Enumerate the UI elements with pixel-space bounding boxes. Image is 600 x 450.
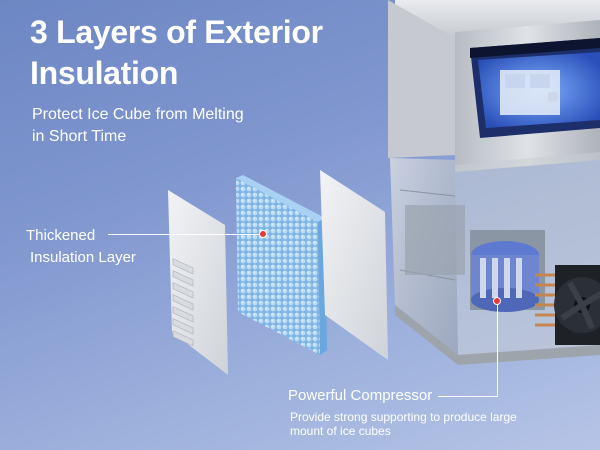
title-line-2: Insulation xyxy=(30,55,179,91)
title-line-1: 3 Layers of Exterior xyxy=(30,14,323,50)
insulation-callout-label: Thickened Insulation Layer xyxy=(26,225,186,269)
compressor-callout-title: Powerful Compressor xyxy=(288,387,433,404)
ice-machine-illustration xyxy=(388,0,600,365)
compressor-callout-leader-vertical xyxy=(497,302,498,396)
compressor-desc-line-2: mount of ice cubes xyxy=(290,424,391,438)
fan-icon xyxy=(554,265,600,345)
compressor-illustration xyxy=(471,241,539,312)
compressor-callout-dot xyxy=(493,297,501,305)
insulation-callout-line-1: Thickened xyxy=(26,227,96,244)
insulation-callout-line-2: Insulation Layer xyxy=(30,249,136,266)
page-title: 3 Layers of Exterior Insulation xyxy=(30,12,370,94)
subtitle: Protect Ice Cube from Melting in Short T… xyxy=(32,104,292,148)
subtitle-line-1: Protect Ice Cube from Melting xyxy=(32,106,244,123)
subtitle-line-2: in Short Time xyxy=(32,128,127,145)
insulation-callout-leader xyxy=(108,234,264,235)
compressor-callout-leader-horizontal xyxy=(438,396,498,397)
insulation-layers-illustration xyxy=(168,170,388,375)
insulation-callout-dot xyxy=(259,230,267,238)
compressor-callout-description: Provide strong supporting to produce lar… xyxy=(290,410,590,438)
compressor-desc-line-1: Provide strong supporting to produce lar… xyxy=(290,410,517,424)
